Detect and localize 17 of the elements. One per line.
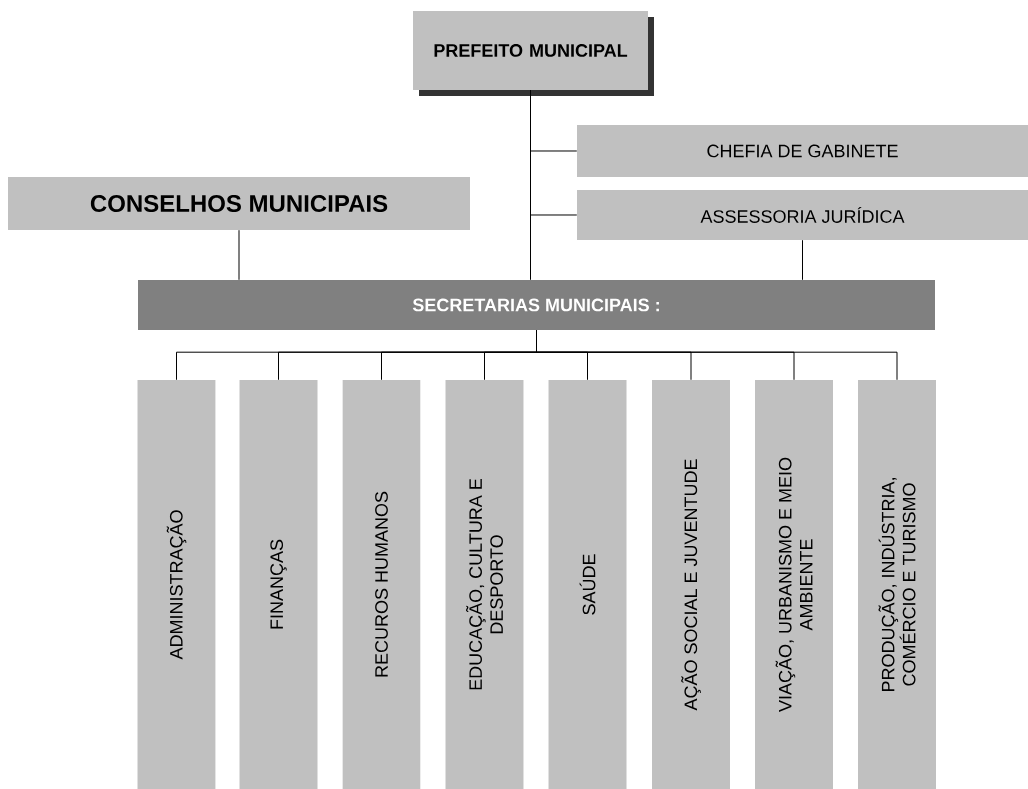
department-column: PRODUÇÃO, INDÚSTRIA, COMÉRCIO E TURISMO xyxy=(858,380,936,789)
department-column: FINANÇAS xyxy=(239,380,318,789)
department-column: ADMINISTRAÇÃO xyxy=(137,380,216,789)
department-column: SAÚDE xyxy=(548,380,627,789)
department-column: RECUROS HUMANOS xyxy=(342,380,421,789)
office-box: CHEFIA DE GABINETE xyxy=(577,125,1028,177)
connector-line xyxy=(802,239,803,281)
connector-line xyxy=(530,89,578,216)
council-box: CONSELHOS MUNICIPAIS xyxy=(8,177,470,230)
connector-line xyxy=(536,329,898,381)
department-column: VIAÇÃO, URBANISMO E MEIO AMBIENTE xyxy=(755,380,833,789)
department-column: EDUCAÇÃO, CULTURA E DESPORTO xyxy=(445,380,524,789)
department-band: SECRETARIAS MUNICIPAIS : xyxy=(138,280,935,330)
connector-line xyxy=(238,229,240,281)
head-box: PREFEITO MUNICIPAL xyxy=(413,11,654,96)
office-box: ASSESSORIA JURÍDICA xyxy=(577,190,1028,240)
department-column: AÇÃO SOCIAL E JUVENTUDE xyxy=(652,380,730,789)
